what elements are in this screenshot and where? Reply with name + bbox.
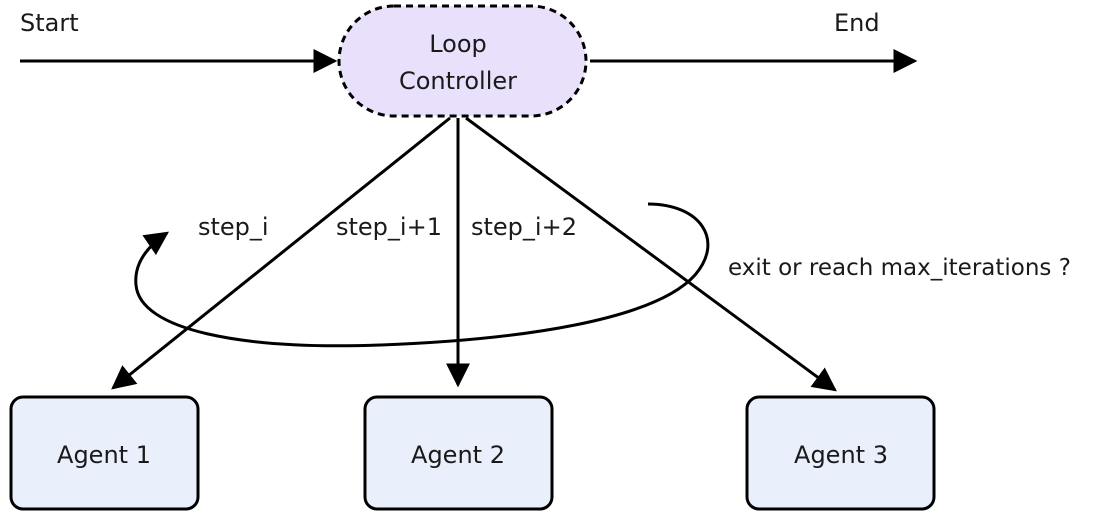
controller-label-line2: Controller xyxy=(399,67,517,95)
agent1-label: Agent 1 xyxy=(57,441,151,469)
agent3-node xyxy=(745,395,936,511)
controller-label-line1: Loop xyxy=(429,30,487,58)
agent1-node xyxy=(9,395,200,511)
loop-back-arrow xyxy=(134,202,710,348)
edge-label-step-i-plus-2: step_i+2 xyxy=(471,213,577,241)
loop-controller-node xyxy=(337,4,588,118)
edge-to-agent1 xyxy=(111,116,451,390)
edge-label-step-i: step_i xyxy=(198,213,269,241)
end-label: End xyxy=(834,9,880,37)
agent2-node xyxy=(363,395,554,511)
agent2-label: Agent 2 xyxy=(411,441,505,469)
agent3-label: Agent 3 xyxy=(794,441,888,469)
edge-to-agent3 xyxy=(465,116,837,392)
edge-label-step-i-plus-1: step_i+1 xyxy=(336,213,442,241)
start-label: Start xyxy=(20,9,79,37)
loop-condition-label: exit or reach max_iterations ? xyxy=(728,255,1071,281)
